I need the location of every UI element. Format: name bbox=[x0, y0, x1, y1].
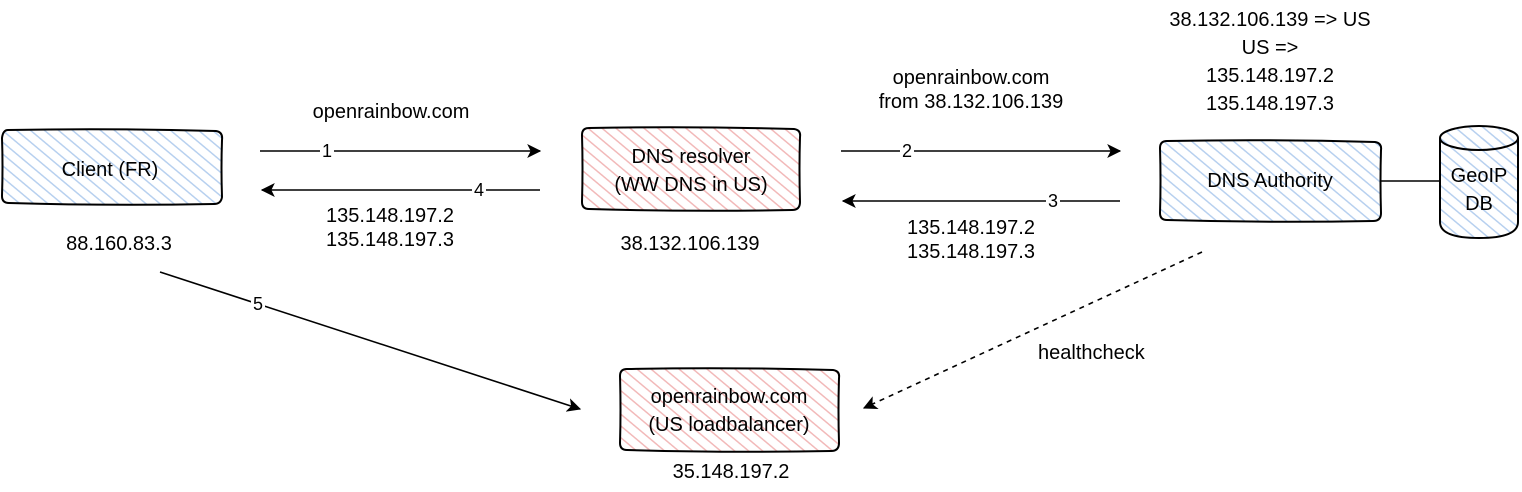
healthcheck-label: healthcheck bbox=[1038, 342, 1145, 364]
edge-3-label-line-2: 135.148.197.3 bbox=[907, 241, 1035, 263]
edge-4-label: 135.148.197.2 135.148.197.3 bbox=[326, 204, 454, 252]
loadbalancer-ip: 35.148.197.2 bbox=[672, 461, 790, 483]
geo-rules-line-3: 135.148.197.2 bbox=[1206, 65, 1334, 87]
resolver-label-line-2: (WW DNS in US) bbox=[614, 174, 768, 196]
loadbalancer-label: openrainbow.com (US loadbalancer) bbox=[648, 383, 809, 439]
edge-5-number: 5 bbox=[250, 294, 266, 314]
client-node bbox=[0, 128, 224, 206]
resolver-label: DNS resolver (WW DNS in US) bbox=[614, 143, 767, 199]
loadbalancer-node bbox=[618, 367, 841, 453]
resolver-label-line-1: DNS resolver bbox=[631, 146, 751, 168]
edge-3-label-line-1: 135.148.197.2 bbox=[907, 217, 1035, 239]
edge-3-label: 135.148.197.2 135.148.197.3 bbox=[907, 216, 1035, 264]
edge-2-number: 2 bbox=[899, 141, 915, 161]
client-label: Client (FR) bbox=[61, 159, 159, 181]
geoip-node bbox=[1439, 125, 1519, 240]
resolver-node bbox=[580, 126, 802, 212]
client-ip: 88.160.83.3 bbox=[66, 233, 172, 255]
edge-2-label-line-1: openrainbow.com bbox=[892, 67, 1050, 89]
geoip-label-line-2: DB bbox=[1465, 193, 1493, 215]
loadbalancer-label-line-1: openrainbow.com bbox=[650, 386, 808, 408]
geoip-label-line-1: GeoIP bbox=[1450, 165, 1508, 187]
authority-label: DNS Authority bbox=[1207, 170, 1333, 192]
geo-rules: 38.132.106.139 => US US => 135.148.197.2… bbox=[1169, 6, 1370, 118]
edge-4-number: 4 bbox=[471, 180, 487, 200]
edge-1-label: openrainbow.com bbox=[312, 101, 470, 123]
edge-4-label-line-1: 135.148.197.2 bbox=[326, 205, 454, 227]
edge-4-label-line-2: 135.148.197.3 bbox=[326, 229, 454, 251]
edge-2-label-line-2: from 38.132.106.139 bbox=[878, 91, 1064, 113]
geo-rules-line-2: US => bbox=[1241, 37, 1299, 59]
edge-2-label: openrainbow.com from 38.132.106.139 bbox=[879, 66, 1064, 114]
loadbalancer-label-line-2: (US loadbalancer) bbox=[648, 414, 810, 436]
edge-1-number: 1 bbox=[319, 141, 335, 161]
resolver-ip: 38.132.106.139 bbox=[620, 233, 760, 255]
healthcheck-arrow bbox=[862, 251, 1203, 409]
edge-3-number: 3 bbox=[1045, 191, 1061, 211]
authority-node bbox=[1158, 139, 1383, 223]
geo-rules-line-4: 135.148.197.3 bbox=[1206, 93, 1334, 115]
edge-5-arrow bbox=[159, 271, 582, 412]
geo-rules-line-1: 38.132.106.139 => US bbox=[1169, 9, 1371, 31]
geoip-label: GeoIP DB bbox=[1451, 162, 1508, 218]
